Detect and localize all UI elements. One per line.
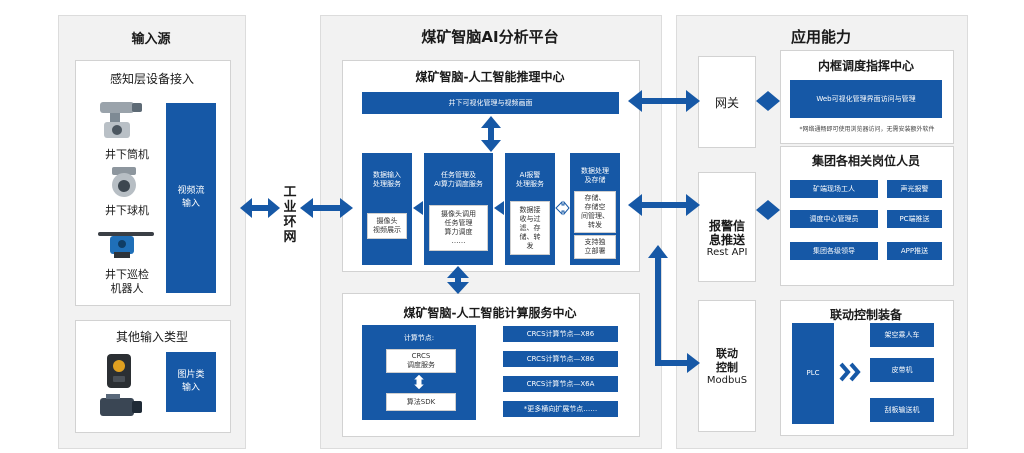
bullet-camera-icon [96,98,148,142]
alarm-push-api: Rest API [706,247,748,258]
task-management-service-title: 任务管理及 AI算力调度服务 [434,171,483,188]
gateway-box: 网关 [698,56,756,148]
compute-node: 计算节点: CRCS 调度服务 算法SDK [362,325,476,420]
linkage-control-label: 联动 控制 [716,347,738,374]
visual-management-bar: 井下可视化管理与视频画面 [362,92,619,114]
equip-belt-conveyor: 皮带机 [870,358,934,382]
data-storage-service-detail: 存储、 存储空 间管理、 转发 [574,191,616,233]
inference-center-title: 煤矿智脑-人工智能推理中心 [415,70,565,84]
data-storage-service-title: 数据处理 及存储 [581,167,609,184]
device-label-dome: 井下球机 [105,204,149,217]
push-pc: PC端推送 [887,210,942,228]
web-management-bar: Web可视化管理界面访问与管理 [790,80,942,118]
browser-note: *网络通畅即可使用浏览器访问，无需安装额外软件 [799,126,935,133]
device-label-robot: 井下巡检 机器人 [105,268,149,295]
application-title: 应用能力 [790,28,851,46]
equip-scraper-conveyor: 刮板输送机 [870,398,934,422]
equip-overhead-rider: 架空乘人车 [870,323,934,347]
task-management-service-detail: 摄像头调用 任务管理 算力调度 …… [429,205,488,251]
linkage-equipment-title: 联动控制装备 [829,308,902,322]
ai-alarm-service-title: AI报警 处理服务 [516,171,544,188]
dome-camera-icon [106,165,142,199]
crcs-scheduling-service: CRCS 调度服务 [386,349,456,373]
arrow-input-network [240,198,280,218]
data-storage-standalone: 支持独 立部署 [574,235,616,259]
ai-alarm-service-detail: 数据接 收与过 滤、存 储、转 发 [510,201,550,255]
image-input: 图片类 输入 [166,352,216,412]
video-stream-input: 视频流 输入 [166,103,216,293]
alarm-push-label: 报警信 息推送 [708,219,745,247]
device-label-barrel: 井下筒机 [105,148,149,161]
data-input-service-detail: 摄像头 视频展示 [367,213,407,239]
algorithm-sdk: 算法SDK [386,393,456,411]
push-sound-light: 声光报警 [887,180,942,198]
push-app: APP推送 [887,242,942,260]
plc-controller: PLC [792,323,834,424]
staff-field-worker: 矿端现场工人 [790,180,878,198]
linkage-control-protocol: ModbuS [706,375,748,386]
input-source-title: 输入源 [131,32,171,47]
gateway-label: 网关 [714,95,739,110]
dispatch-center-title: 内框调度指挥中心 [817,59,914,73]
linkage-control-box: 联动 控制 ModbuS [698,300,756,432]
staff-group-leaders: 集团各级领导 [790,242,878,260]
crcs-node-1: CRCS计算节点—X86 [503,326,618,342]
inspection-robot-icon [96,222,156,262]
industrial-ring-network: 工 业 环 网 [283,185,297,245]
box-camera-icon [98,392,144,420]
compute-center-title: 煤矿智脑-人工智能计算服务中心 [403,306,577,320]
task-management-service: 任务管理及 AI算力调度服务 摄像头调用 任务管理 算力调度 …… [424,153,493,265]
other-input-title: 其他输入类型 [115,330,188,344]
double-chevron-right-icon [838,361,862,383]
alarm-push-box: 报警信 息推送 Rest API [698,172,756,282]
platform-title: 煤矿智脑AI分析平台 [421,28,559,46]
crcs-node-3: CRCS计算节点—X6A [503,376,618,392]
data-storage-service: 数据处理 及存储 存储、 存储空 间管理、 转发 支持独 立部署 [570,153,620,265]
perception-title: 感知层设备接入 [109,72,194,86]
crcs-node-more: *更多横向扩展节点…… [503,401,618,417]
compute-node-title: 计算节点: [403,334,435,342]
ai-alarm-service: AI报警 处理服务 数据接 收与过 滤、存 储、转 发 [505,153,555,265]
crcs-node-2: CRCS计算节点—X86 [503,351,618,367]
data-input-service-title: 数据输入 处理服务 [373,171,401,188]
data-input-service: 数据输入 处理服务 摄像头 视频展示 [362,153,412,265]
staff-dispatch-admin: 调度中心管理员 [790,210,878,228]
camera-device-icon [104,352,134,390]
group-staff-title: 集团各相关岗位人员 [811,154,920,168]
